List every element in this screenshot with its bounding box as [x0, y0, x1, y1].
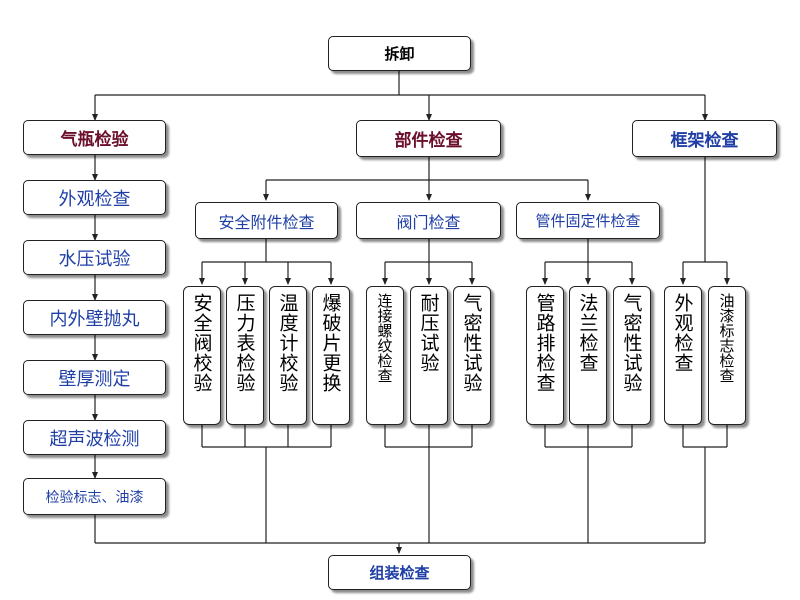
flange-inspection-box: 法兰检查 — [569, 286, 607, 425]
cylinder-step-5: 超声波检测 — [23, 420, 166, 455]
valve-inspection-label: 阀门检查 — [396, 212, 461, 232]
paint-marking-inspection-box: 油漆标志检查 — [708, 286, 746, 425]
flange-inspection-label: 法兰检查 — [576, 293, 599, 373]
rupture-disc-replacement-label: 爆破片更换 — [319, 293, 342, 393]
rupture-disc-replacement-box: 爆破片更换 — [312, 286, 350, 425]
assembly-inspection-box: 组装检查 — [328, 555, 471, 590]
pressure-test-box: 耐压试验 — [410, 286, 448, 425]
cylinder-step-2: 水压试验 — [23, 240, 166, 275]
cylinder-step-label: 水压试验 — [58, 248, 131, 270]
fitting-fixture-inspection-label: 管件固定件检查 — [535, 212, 641, 230]
safety-accessory-inspection-label: 安全附件检查 — [218, 212, 315, 232]
fitting-leak-test-box: 气密性试验 — [613, 286, 651, 425]
cylinder-step-6: 检验标志、油漆 — [23, 478, 166, 515]
piping-inspection-box: 管路排检查 — [526, 286, 564, 425]
cylinder-step-3: 内外壁抛丸 — [23, 300, 166, 335]
valve-inspection-box: 阀门检查 — [356, 202, 501, 239]
pressure-gauge-inspection-label: 压力表检验 — [233, 293, 256, 393]
valve-leak-test-box: 气密性试验 — [453, 286, 491, 425]
safety-valve-calibration-label: 安全阀校验 — [190, 293, 213, 393]
pressure-gauge-inspection-box: 压力表检验 — [226, 286, 264, 425]
safety-valve-calibration-box: 安全阀校验 — [183, 286, 221, 425]
assembly-inspection-label: 组装检查 — [369, 564, 430, 582]
cylinder-step-label: 检验标志、油漆 — [45, 489, 144, 506]
thermometer-calibration-label: 温度计校验 — [276, 293, 299, 393]
thread-inspection-box: 连接螺纹检查 — [366, 286, 404, 425]
thread-inspection-label: 连接螺纹检查 — [375, 293, 394, 383]
disassembly-box: 拆卸 — [328, 36, 471, 71]
parts-inspection-label: 部件检查 — [394, 131, 463, 151]
cylinder-step-label: 内外壁抛丸 — [49, 308, 140, 330]
parts-inspection-box: 部件检查 — [356, 120, 501, 157]
cylinder-step-1: 外观检查 — [23, 180, 166, 215]
valve-leak-test-label: 气密性试验 — [460, 293, 483, 393]
cylinder-step-label: 壁厚测定 — [58, 368, 131, 390]
fitting-fixture-inspection-box: 管件固定件检查 — [516, 202, 660, 239]
fitting-leak-test-label: 气密性试验 — [620, 293, 643, 393]
safety-accessory-inspection-box: 安全附件检查 — [195, 202, 338, 239]
gas-cylinder-inspection-box: 气瓶检验 — [23, 120, 166, 155]
piping-inspection-label: 管路排检查 — [533, 293, 556, 393]
disassembly-label: 拆卸 — [384, 45, 415, 63]
frame-appearance-inspection-box: 外观检查 — [664, 286, 702, 425]
cylinder-step-label: 外观检查 — [58, 188, 131, 210]
cylinder-step-label: 超声波检测 — [49, 428, 140, 450]
thermometer-calibration-box: 温度计校验 — [269, 286, 307, 425]
gas-cylinder-inspection-label: 气瓶检验 — [60, 130, 129, 150]
cylinder-step-4: 壁厚测定 — [23, 360, 166, 395]
frame-inspection-label: 框架检查 — [670, 131, 739, 151]
frame-appearance-inspection-label: 外观检查 — [671, 293, 694, 373]
frame-inspection-box: 框架检查 — [632, 120, 777, 157]
pressure-test-label: 耐压试验 — [417, 293, 440, 373]
paint-marking-inspection-label: 油漆标志检查 — [717, 293, 736, 383]
